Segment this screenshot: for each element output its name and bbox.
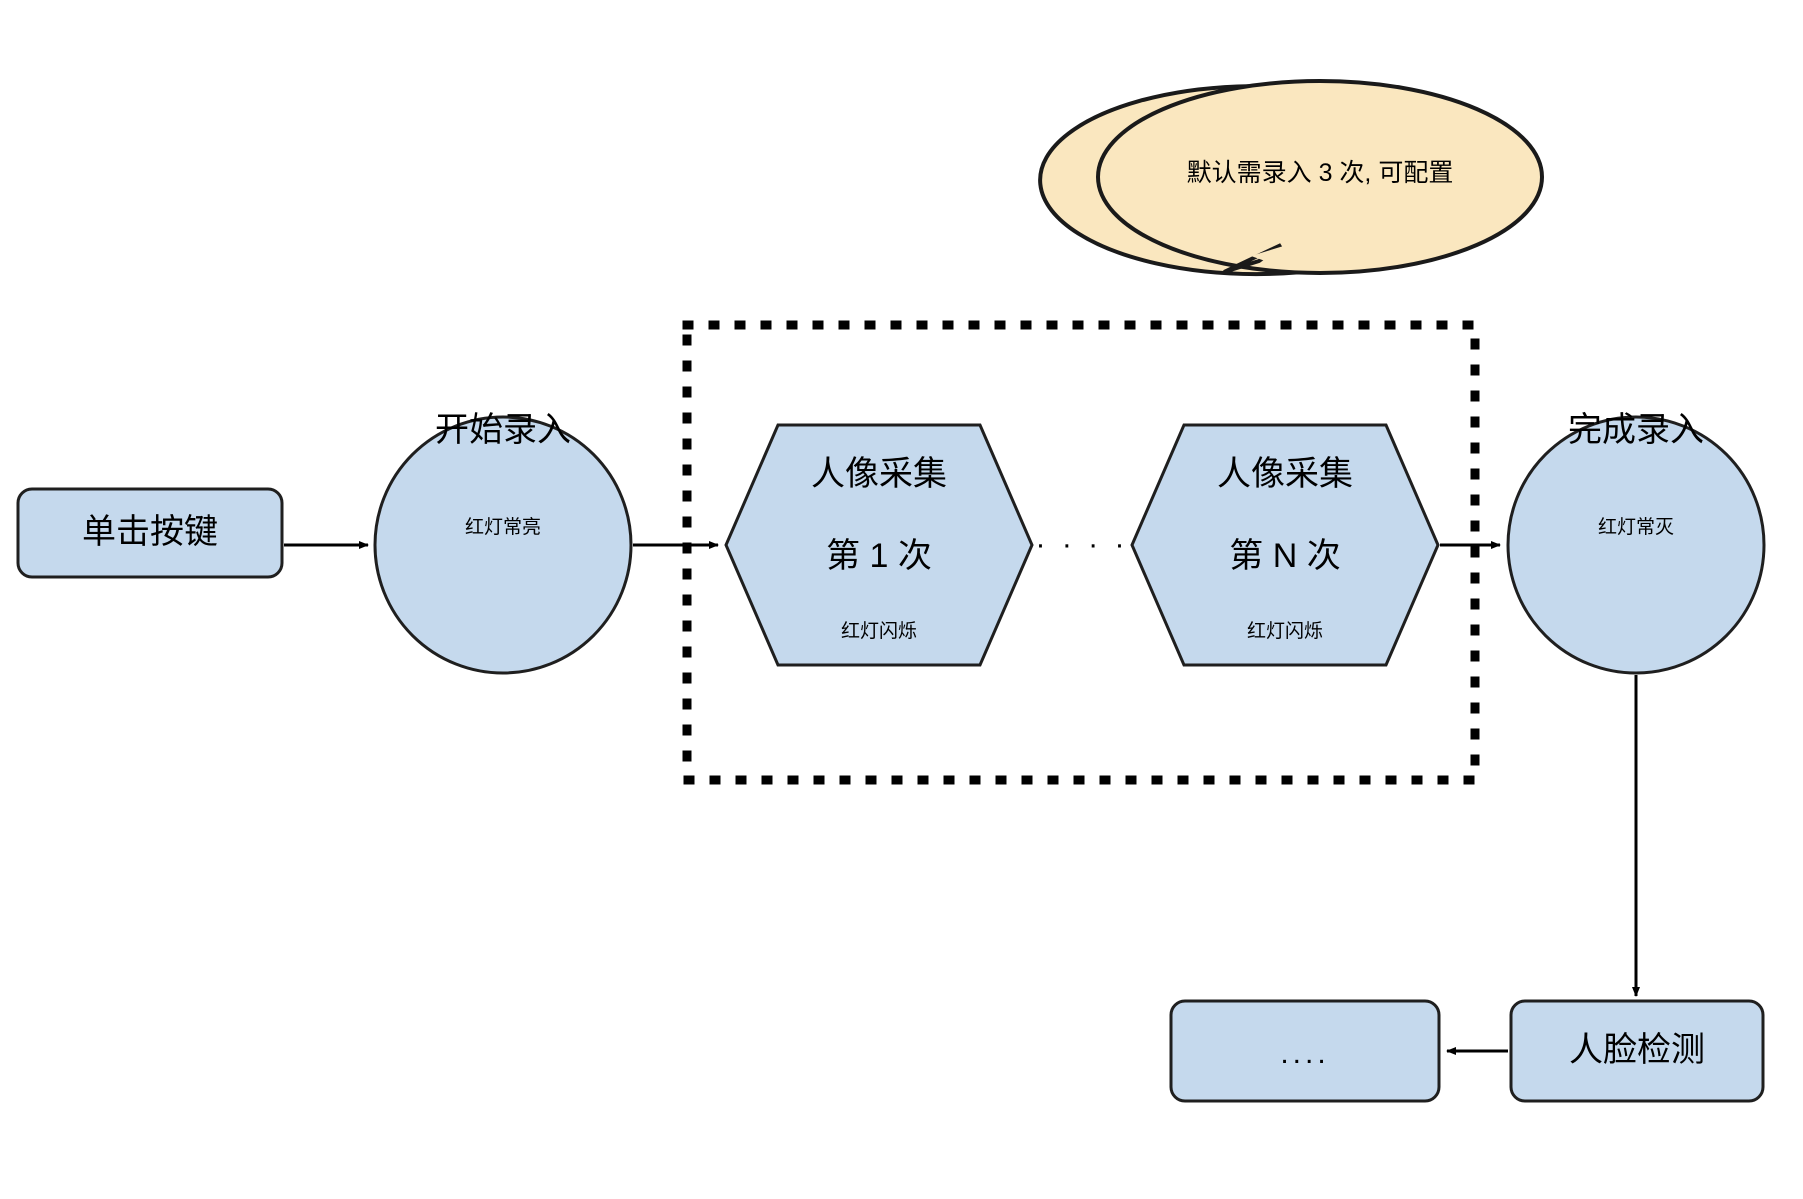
node-finish-enroll[interactable] — [1506, 415, 1766, 675]
node-face-detect[interactable] — [1509, 999, 1765, 1103]
callout-tail-cover — [1251, 244, 1290, 262]
callout-ellipse — [1096, 79, 1544, 275]
node-more[interactable] — [1169, 999, 1441, 1103]
node-capture-nth[interactable] — [1130, 423, 1440, 667]
node-capture-first[interactable] — [724, 423, 1034, 667]
node-click-button[interactable] — [16, 487, 284, 579]
capture-group-box — [682, 320, 1480, 785]
node-start-enroll[interactable] — [373, 415, 633, 675]
